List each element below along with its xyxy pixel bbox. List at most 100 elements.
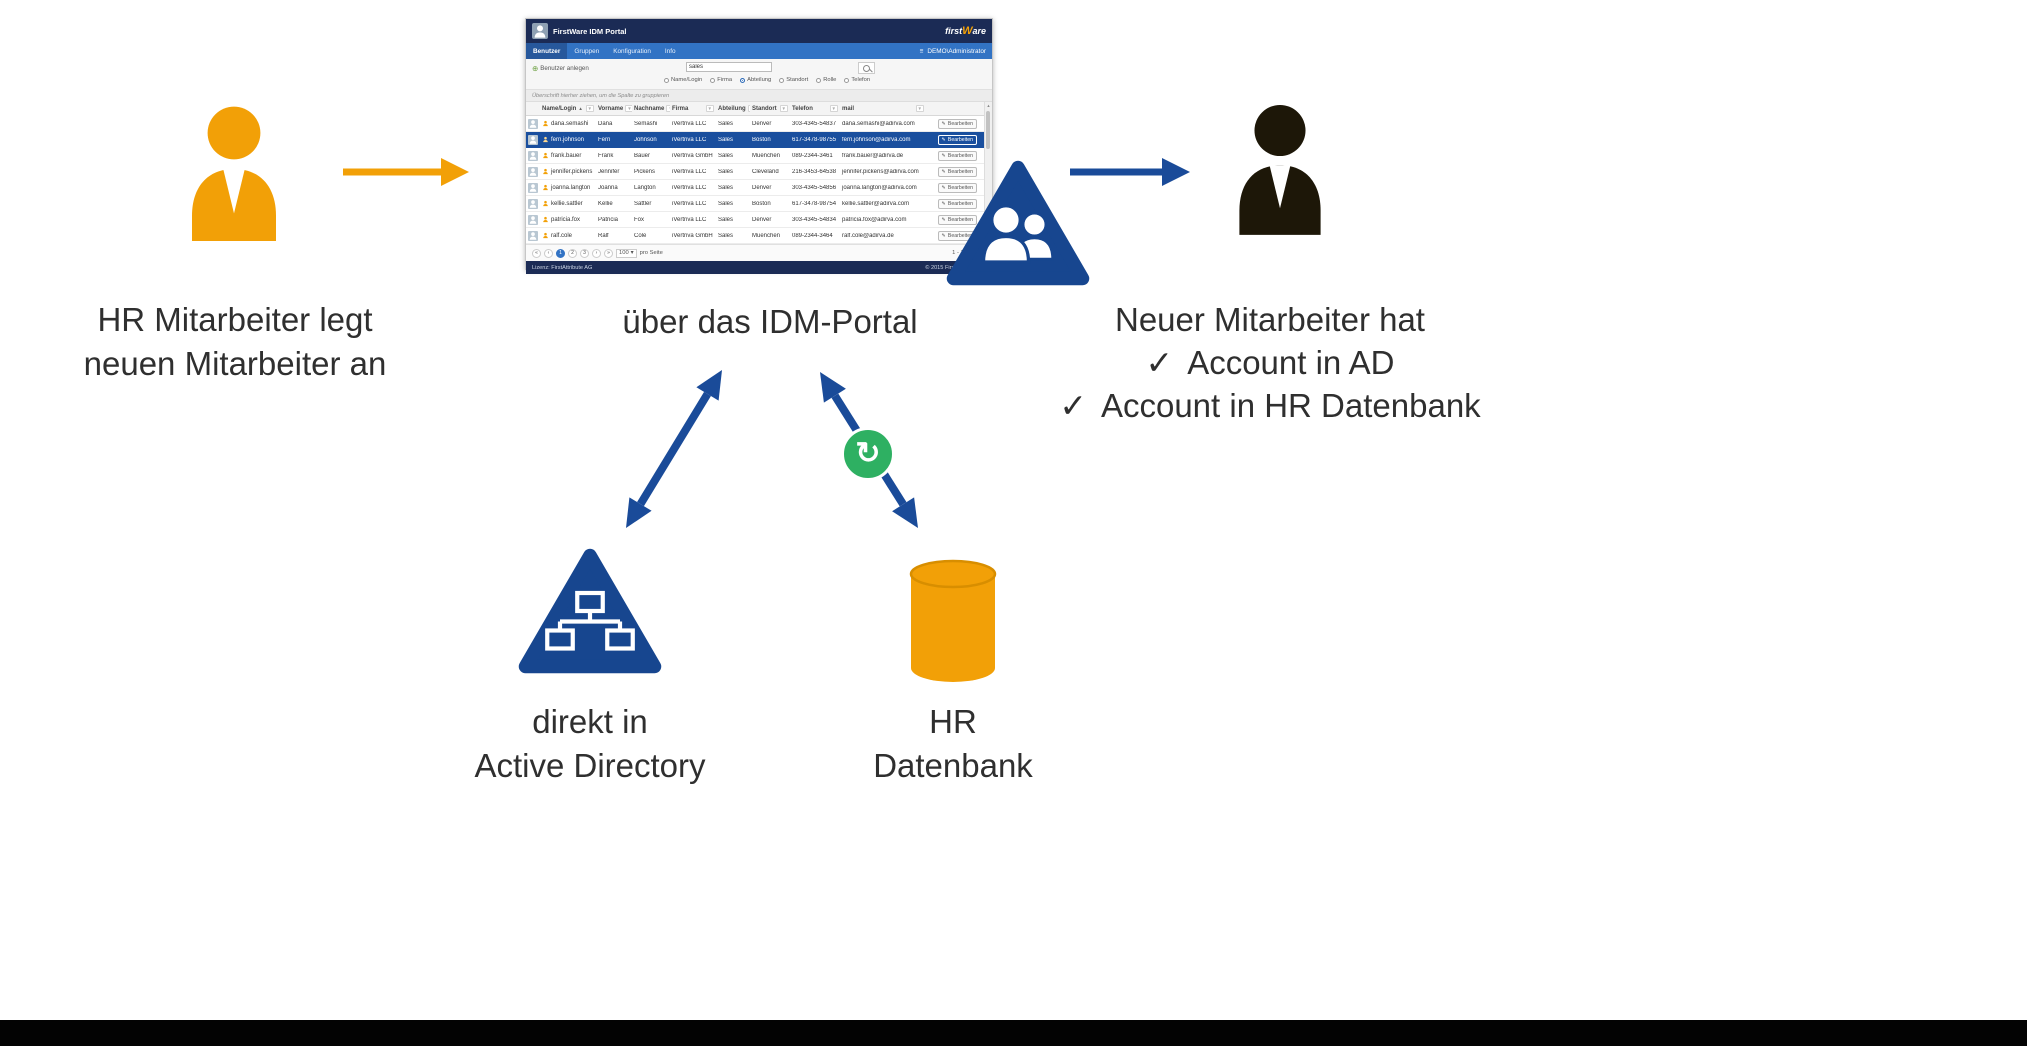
create-user-button[interactable]: ⊕ Benutzer anlegen xyxy=(532,64,589,73)
filter-icon[interactable]: ▼ xyxy=(915,105,924,112)
user-table: Name/Login▲▼ Vorname▼ Nachname▼ Firma▼ A… xyxy=(526,102,992,244)
filter-radio-rolle[interactable]: Rolle xyxy=(816,77,836,83)
menu-gruppen[interactable]: Gruppen xyxy=(574,47,600,55)
filter-icon[interactable]: ▼ xyxy=(666,105,670,112)
cell-telefon: 303-4345-54856 xyxy=(792,184,837,191)
pager-last-button[interactable]: » xyxy=(604,248,613,258)
avatar-image xyxy=(528,230,538,241)
user-icon xyxy=(542,200,549,207)
filter-icon[interactable]: ▼ xyxy=(779,105,788,112)
cell-standort: Muenchen xyxy=(752,232,781,239)
filter-radio-standort[interactable]: Standort xyxy=(779,77,808,83)
row-avatar xyxy=(526,230,540,241)
sync-icon: ↻ xyxy=(841,427,895,481)
scroll-up-icon[interactable]: ▲ xyxy=(986,103,991,108)
menu-benutzer[interactable]: Benutzer xyxy=(526,43,568,59)
cell-vorname: Frank xyxy=(598,152,614,159)
header-firma[interactable]: Firma▼ xyxy=(672,105,714,112)
cell-abteilung: Sales xyxy=(718,184,734,191)
filter-icon[interactable]: ▼ xyxy=(625,105,632,112)
pager-page-2[interactable]: 2 xyxy=(568,248,577,258)
pager-next-button[interactable]: › xyxy=(592,248,601,258)
menu-info[interactable]: Info xyxy=(664,47,676,55)
edit-button[interactable]: ✎Bearbeiten xyxy=(937,166,977,177)
pager-first-button[interactable]: « xyxy=(532,248,541,258)
row-avatar xyxy=(526,118,540,129)
row-avatar xyxy=(526,134,540,145)
edit-button[interactable]: ✎Bearbeiten xyxy=(937,118,977,129)
cell-telefon: 617-3478-98755 xyxy=(792,136,837,143)
per-page-label: pro Seite xyxy=(639,250,663,256)
filter-radio-firma[interactable]: Firma xyxy=(710,77,732,83)
check-icon: ✓ xyxy=(1059,387,1087,424)
cell-vorname: Dana xyxy=(598,120,613,127)
filter-radio-telefon[interactable]: Telefon xyxy=(844,77,870,83)
header-name-login[interactable]: Name/Login▲▼ xyxy=(542,105,594,112)
active-directory-icon xyxy=(515,540,665,682)
idm-portal-label: über das IDM-Portal xyxy=(622,303,918,340)
user-icon xyxy=(542,232,549,239)
edit-button[interactable]: ✎Bearbeiten xyxy=(937,198,977,209)
cell-abteilung: Sales xyxy=(718,232,734,239)
cell-abteilung: Sales xyxy=(718,120,734,127)
cell-mail: ralf.cole@adirva.de xyxy=(842,232,894,239)
filter-radio-name-login[interactable]: Name/Login xyxy=(664,77,702,83)
menu-konfiguration[interactable]: Konfiguration xyxy=(613,47,651,55)
pager-page-1[interactable]: 1 xyxy=(556,248,565,258)
header-abteilung[interactable]: Abteilung▼ xyxy=(716,105,750,112)
cell-actions: ✎Bearbeiten xyxy=(926,198,985,209)
cell-abteilung: Sales xyxy=(718,152,734,159)
row-avatar xyxy=(526,150,540,161)
result-item-hr-db: ✓ Account in HR Datenbank xyxy=(1012,384,1528,427)
menu-burger-icon[interactable]: ≡ xyxy=(919,47,924,55)
scrollbar-thumb[interactable] xyxy=(986,111,990,149)
row-avatar xyxy=(526,182,540,193)
pager-prev-button[interactable]: ‹ xyxy=(544,248,553,258)
cell-telefon: 303-4345-54837 xyxy=(792,120,837,127)
cell-standort: Denver xyxy=(752,216,772,223)
group-by-hint: Überschrift hierher ziehen, um die Spalt… xyxy=(526,90,992,102)
license-text: Lizenz: FirstAttribute AG xyxy=(532,264,593,271)
cell-login: fern.johnson xyxy=(540,136,596,143)
header-nachname[interactable]: Nachname▼ xyxy=(632,105,670,112)
header-mail[interactable]: mail▼ xyxy=(842,105,924,112)
cell-abteilung: Sales xyxy=(718,136,734,143)
filter-icon[interactable]: ▼ xyxy=(829,105,838,112)
edit-button[interactable]: ✎Bearbeiten xyxy=(937,214,977,225)
edit-button[interactable]: ✎Bearbeiten xyxy=(937,134,977,145)
search-button[interactable] xyxy=(858,62,875,74)
cell-actions: ✎Bearbeiten xyxy=(926,150,985,161)
cell-nachname: Sattler xyxy=(634,200,652,207)
search-input[interactable] xyxy=(686,62,772,72)
header-vorname[interactable]: Vorname▼ xyxy=(598,105,632,112)
cell-login: patricia.fox xyxy=(540,216,596,223)
cell-standort: Cleveland xyxy=(752,168,779,175)
edit-button[interactable]: ✎Bearbeiten xyxy=(937,182,977,193)
header-telefon[interactable]: Telefon▼ xyxy=(792,105,838,112)
hr-employee-label: HR Mitarbeiter legt neuen Mitarbeiter an xyxy=(83,301,387,382)
header-standort[interactable]: Standort▼ xyxy=(752,105,788,112)
filter-icon[interactable]: ▼ xyxy=(747,105,750,112)
hr-database-icon xyxy=(903,556,1003,690)
filter-icon[interactable]: ▼ xyxy=(585,105,594,112)
avatar-image xyxy=(528,182,538,193)
avatar-image xyxy=(528,166,538,177)
page-size-select[interactable]: 100▾ xyxy=(616,248,637,258)
filter-radio-abteilung[interactable]: Abteilung xyxy=(740,77,771,83)
edit-button[interactable]: ✎Bearbeiten xyxy=(937,150,977,161)
filter-icon[interactable]: ▼ xyxy=(705,105,714,112)
result-title: Neuer Mitarbeiter hat xyxy=(1115,301,1425,338)
row-avatar xyxy=(526,198,540,209)
portal-titlebar: FirstWare IDM Portal firstWare xyxy=(526,19,992,43)
pager-page-3[interactable]: 3 xyxy=(580,248,589,258)
